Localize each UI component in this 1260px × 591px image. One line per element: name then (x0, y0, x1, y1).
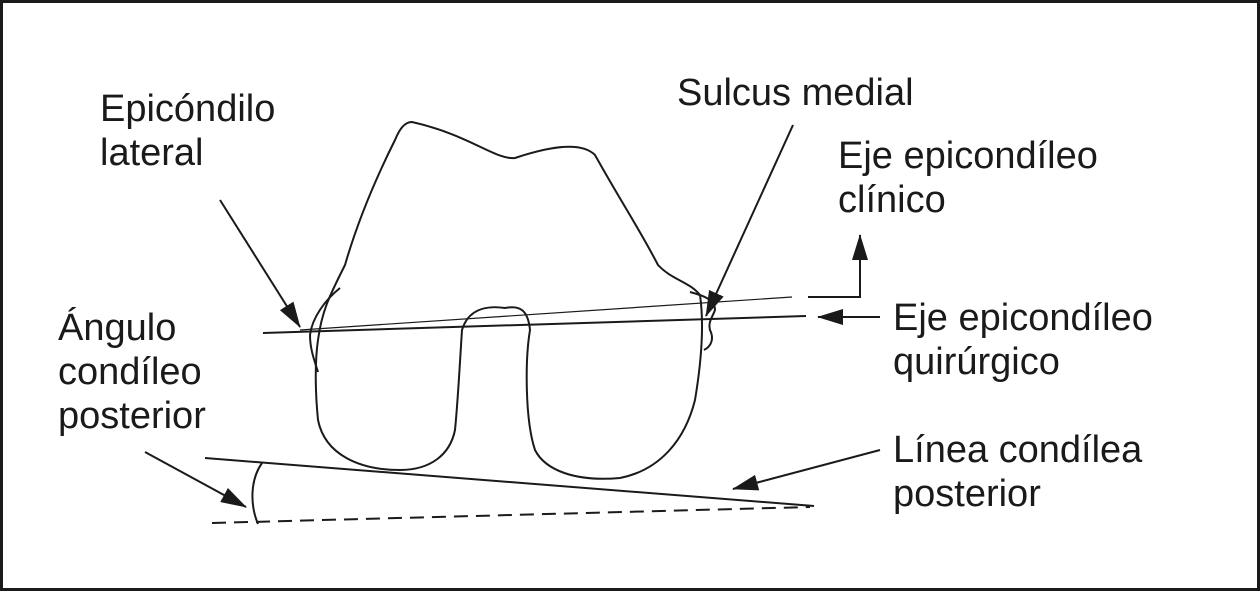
posterior-condylar-angle-label: Ángulo condíleo posterior (58, 306, 206, 438)
lateral-epicondyle-label: Epicóndilo lateral (100, 87, 275, 175)
label-line: condíleo (58, 351, 202, 393)
label-line: Línea condílea (893, 429, 1143, 471)
label-line: Ángulo (58, 307, 177, 349)
posterior-condylar-line-label: Línea condílea posterior (893, 428, 1142, 516)
surgical-axis-label: Eje epicondíleo quirúrgico (893, 296, 1153, 384)
posterior-condylar-angle-arc (251, 462, 263, 525)
label-line: clínico (838, 179, 946, 221)
label-line: Eje epicondíleo (893, 297, 1153, 339)
lateral-epicondyle-pointer (219, 199, 301, 328)
label-line: Eje epicondíleo (838, 135, 1098, 177)
posterior-condylar-line (204, 457, 815, 507)
posterior-condylar-angle-pointer (144, 451, 247, 508)
label-line: posterior (893, 473, 1041, 515)
medial-sulcus-pointer (705, 124, 794, 317)
surgical-epicondylar-axis (262, 315, 807, 334)
label-line: lateral (100, 132, 204, 174)
label-line: posterior (58, 395, 206, 437)
projected-reference-line (211, 506, 811, 524)
label-line: Sulcus medial (677, 72, 914, 114)
label-line: Epicóndilo (100, 88, 276, 130)
posterior-condylar-line-pointer (732, 449, 881, 491)
distal-femur-outline (314, 120, 704, 480)
label-line: quirúrgico (893, 341, 1060, 383)
medial-sulcus-label: Sulcus medial (677, 71, 914, 115)
clinical-axis-pointer (808, 234, 868, 298)
clinical-axis-label: Eje epicondíleo clínico (838, 134, 1098, 222)
lateral-epicondyle-bump (308, 287, 341, 373)
